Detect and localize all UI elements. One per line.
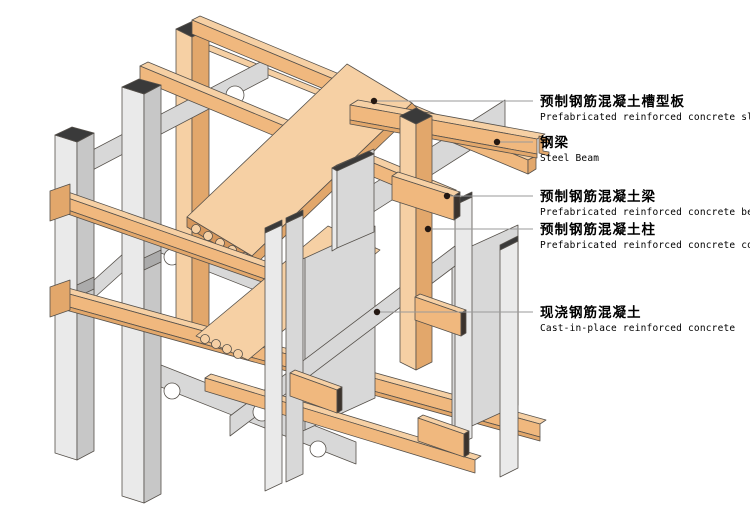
label-zh-2: 预制钢筋混凝土梁 — [540, 188, 656, 205]
leader-dot-3 — [424, 225, 432, 233]
leader-dot-0 — [370, 97, 378, 105]
wall-panel-left-2 — [121, 78, 162, 504]
label-en-3: Prefabricated reinforced concrete column — [540, 240, 750, 251]
leader-dot-1 — [493, 138, 501, 146]
prefab-column-back — [175, 20, 210, 339]
beam-stub-bottom-center — [289, 369, 343, 414]
prefab-column-right — [399, 107, 433, 371]
label-en-2: Prefabricated reinforced concrete beam — [540, 207, 750, 218]
leader-dot-4 — [373, 308, 381, 316]
label-en-0: Prefabricated reinforced concrete slab — [540, 112, 750, 123]
wall-panel-center-upper — [331, 148, 375, 252]
wall-panel-right-2 — [499, 235, 519, 478]
labels-layer: 预制钢筋混凝土槽型板 Prefabricated reinforced concr… — [370, 93, 750, 334]
label-zh-3: 预制钢筋混凝土柱 — [540, 221, 656, 238]
label-zh-0: 预制钢筋混凝土槽型板 — [540, 93, 685, 110]
label-en-4: Cast-in-place reinforced concrete — [540, 323, 735, 334]
beam-stub-right-lower — [417, 414, 470, 458]
cast-in-place-connector-beam — [93, 252, 125, 299]
wall-plate-front-2 — [285, 209, 304, 483]
label-zh-4: 现浇钢筋混凝土 — [540, 304, 642, 321]
label-en-1: Steel Beam — [540, 153, 599, 164]
wall-plate-front-1 — [264, 219, 283, 492]
steel-beam — [349, 99, 550, 159]
label-zh-1: 钢梁 — [540, 134, 569, 151]
leader-dot-2 — [443, 192, 451, 200]
